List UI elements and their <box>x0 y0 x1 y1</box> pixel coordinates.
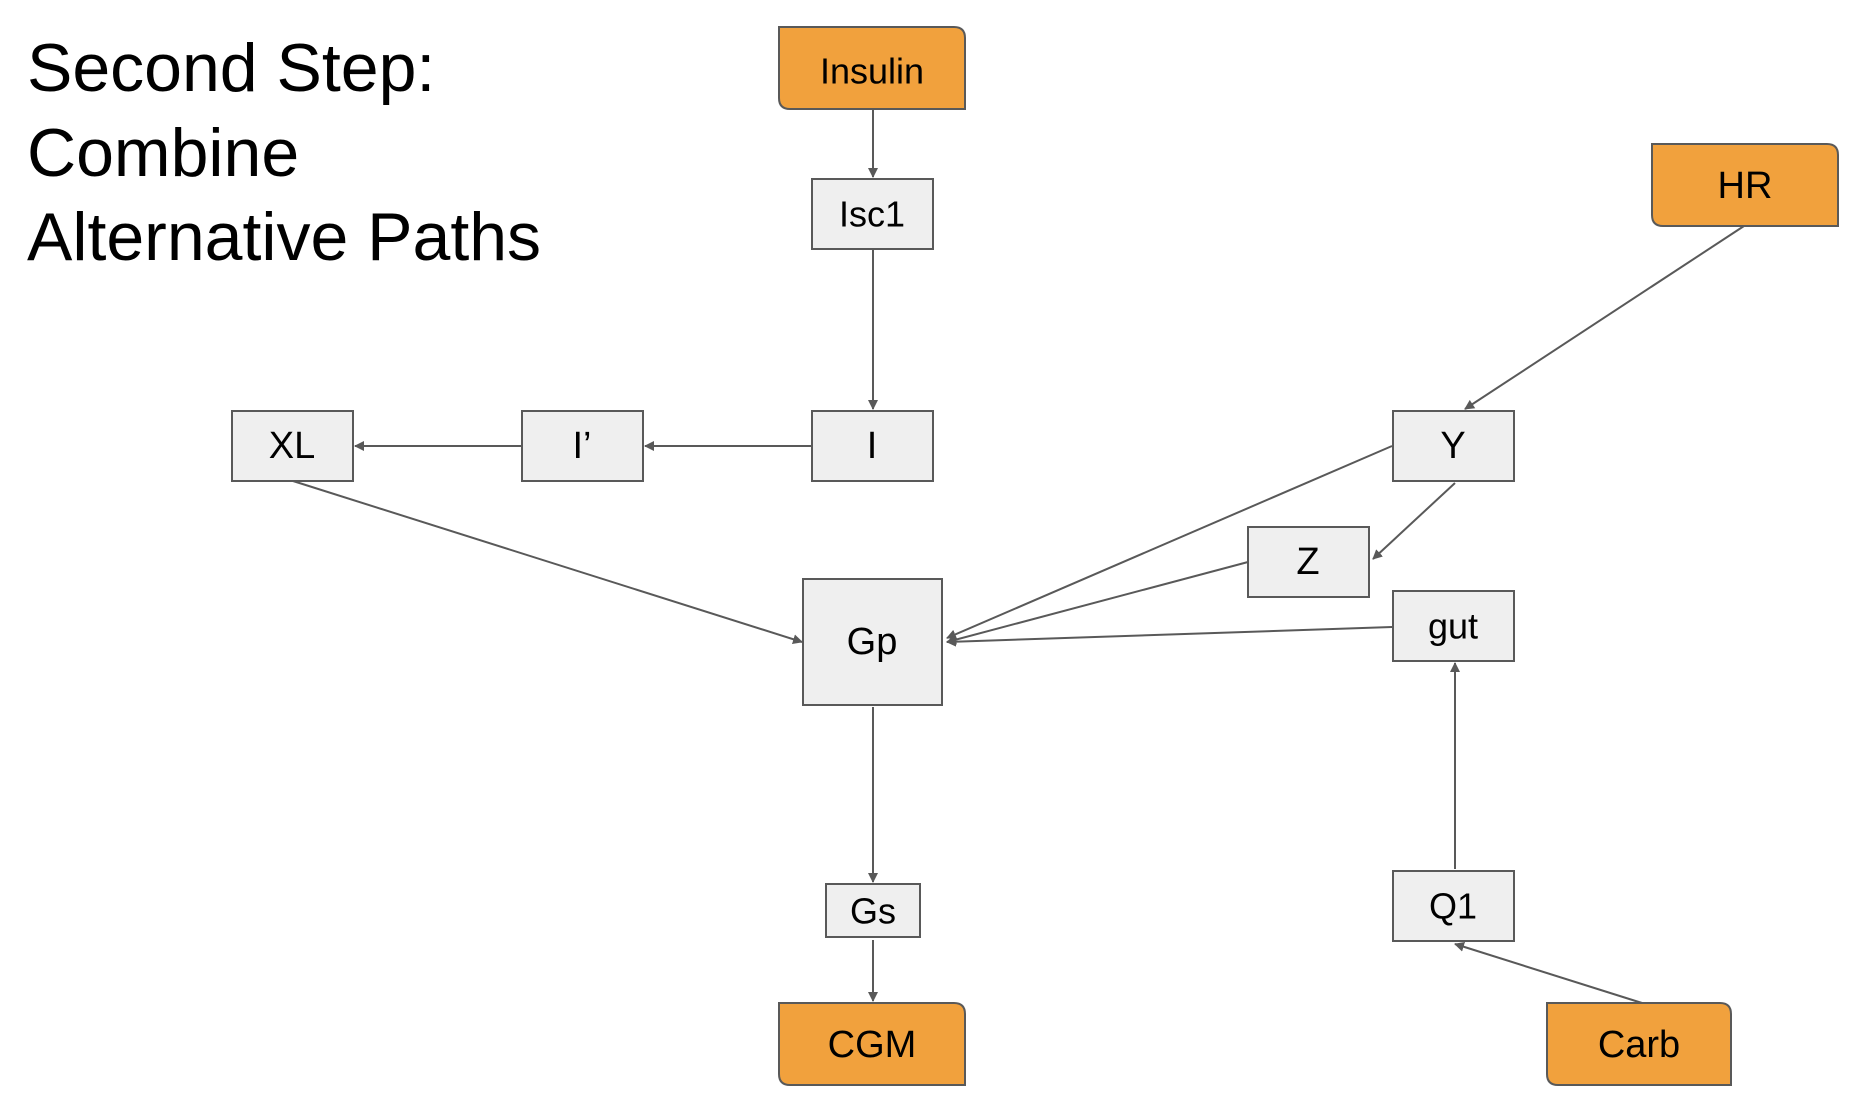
node-hr-label: HR <box>1718 165 1773 207</box>
node-i-prime[interactable]: I’ <box>521 410 644 482</box>
edge-xl-gp <box>292 480 803 645</box>
nodes-layer: Insulin Isc1 I I’ XL Gp Gs <box>231 26 1839 1086</box>
node-gp-label: Gp <box>847 621 898 663</box>
node-gs-label: Gs <box>850 891 896 932</box>
edge-z-gp <box>946 561 1249 645</box>
title-line-2: Combine <box>27 115 300 191</box>
node-hr[interactable]: HR <box>1651 143 1839 227</box>
edge-gut-gp <box>946 626 1393 647</box>
node-y-label: Y <box>1440 425 1465 467</box>
title-line-3: Alternative Paths <box>27 199 542 275</box>
node-y[interactable]: Y <box>1392 410 1515 482</box>
node-isc1-label: Isc1 <box>839 194 905 235</box>
node-gp[interactable]: Gp <box>802 578 943 706</box>
node-q1[interactable]: Q1 <box>1392 870 1515 942</box>
node-i[interactable]: I <box>811 410 934 482</box>
node-carb[interactable]: Carb <box>1546 1002 1732 1086</box>
edge-y-gp <box>946 445 1393 640</box>
node-cgm-label: CGM <box>828 1024 917 1066</box>
edge-hr-y <box>1464 225 1745 410</box>
node-cgm[interactable]: CGM <box>778 1002 966 1086</box>
node-z[interactable]: Z <box>1247 526 1370 598</box>
node-xl[interactable]: XL <box>231 410 354 482</box>
node-gut-label: gut <box>1428 606 1478 647</box>
node-i-label: I <box>867 425 878 467</box>
node-carb-label: Carb <box>1598 1024 1680 1066</box>
edge-y-z <box>1372 482 1456 560</box>
node-q1-label: Q1 <box>1429 886 1477 927</box>
edge-carb-q1 <box>1454 941 1643 1004</box>
node-gs[interactable]: Gs <box>825 883 921 938</box>
node-insulin-label: Insulin <box>820 51 924 92</box>
edges-layer <box>292 110 1745 1004</box>
node-xl-label: XL <box>269 425 315 467</box>
title-line-1: Second Step: <box>27 30 436 106</box>
node-i-prime-label: I’ <box>573 425 592 467</box>
node-insulin[interactable]: Insulin <box>778 26 966 110</box>
node-z-label: Z <box>1296 541 1319 583</box>
node-isc1[interactable]: Isc1 <box>811 178 934 250</box>
node-gut[interactable]: gut <box>1392 590 1515 662</box>
